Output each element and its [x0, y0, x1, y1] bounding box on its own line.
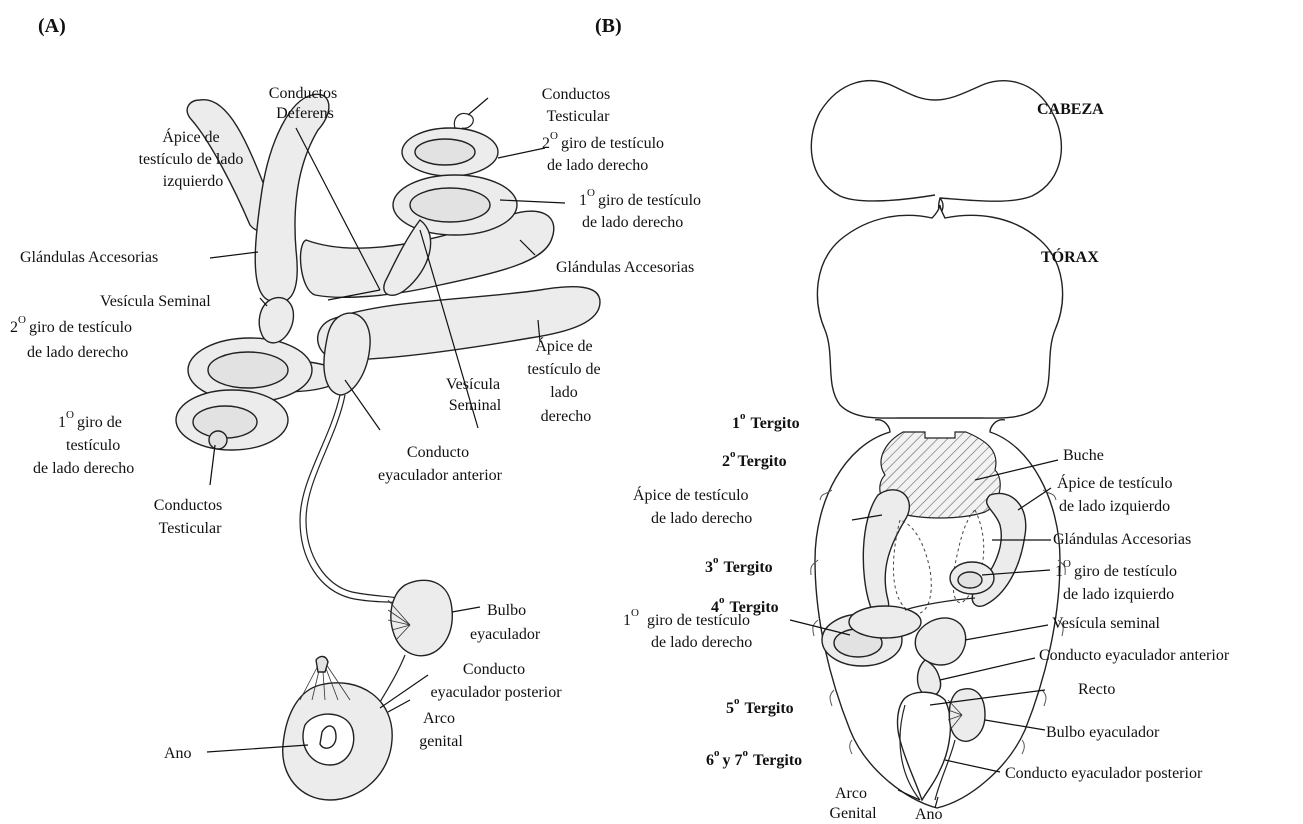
label-glandulas-left: Glándulas Accesorias	[20, 249, 158, 266]
panel-b-body	[811, 81, 1065, 808]
left-coil-center	[209, 431, 227, 449]
b-right-coil-upper	[849, 606, 921, 638]
panel-a-labels: Conductos Deferens Conductos Testicular …	[10, 85, 705, 762]
thorax-outline	[817, 205, 1062, 418]
right-coil-mid-inner	[410, 188, 490, 222]
label-ano-a: Ano	[164, 745, 192, 762]
label-arco-genital: Arco genital	[419, 710, 463, 750]
panel-a-letter: (A)	[38, 15, 66, 37]
label-glandulas-right: Glándulas Accesorias	[556, 259, 694, 276]
genital-arch-top	[316, 656, 328, 672]
label-conducto-eyaculador-posterior: Conducto eyaculador posterior	[430, 661, 562, 701]
label-b-conducto-eyaculador-anterior: Conducto eyaculador anterior	[1039, 647, 1230, 664]
label-conductos-testicular-bottom: Conductos Testicular	[154, 497, 226, 537]
head-outline	[811, 81, 1061, 215]
label-b-ano: Ano	[915, 806, 943, 823]
label-b-bulbo-eyaculador: Bulbo eyaculador	[1046, 724, 1160, 741]
testicular-duct-top-shape	[454, 113, 473, 128]
b-left-coil-inner	[958, 572, 982, 588]
label-torax: TÓRAX	[1041, 247, 1099, 266]
panel-a: (A)	[10, 15, 705, 800]
anterior-ejaculatory-duct-shape	[300, 395, 405, 605]
b-ejaculatory-bulb-shape	[949, 689, 985, 742]
label-buche: Buche	[1063, 447, 1104, 464]
label-vesicula-left: Vesícula Seminal	[100, 293, 211, 310]
left-coil-2-inner	[208, 352, 288, 388]
label-b-conducto-eyaculador-posterior: Conducto eyaculador posterior	[1005, 765, 1203, 782]
panel-b-letter: (B)	[595, 15, 622, 37]
label-b-vesicula: Vesícula seminal	[1052, 615, 1161, 632]
label-b-arco-genital: Arco Genital	[829, 785, 877, 822]
left-coil-1-inner	[193, 406, 257, 438]
label-bulbo-eyaculador: Bulbo eyaculador	[470, 602, 541, 643]
label-b-glandulas: Glándulas Accesorias	[1053, 531, 1191, 548]
right-coil-top-inner	[415, 139, 475, 165]
panel-b: (B)	[595, 15, 1230, 823]
label-recto: Recto	[1078, 681, 1115, 698]
seminal-vesicle-left-shape	[259, 298, 293, 343]
label-b-apice-derecho: Ápice de testículo de lado derecho	[633, 485, 753, 527]
label-cabeza: CABEZA	[1037, 101, 1104, 118]
label-b-apice-izquierdo: Ápice de testículo de lado izquierdo	[1057, 473, 1177, 515]
label-conducto-eyaculador-anterior: Conducto eyaculador anterior	[378, 444, 503, 484]
label-apice-derecho: Ápice de testículo de lado derecho	[527, 336, 604, 425]
anterior-ejaculatory-duct-shape-2	[306, 395, 407, 600]
label-conductos-testicular-top: Conductos Testicular	[542, 86, 614, 125]
label-vesicula-center: Vesícula Seminal	[446, 376, 504, 414]
